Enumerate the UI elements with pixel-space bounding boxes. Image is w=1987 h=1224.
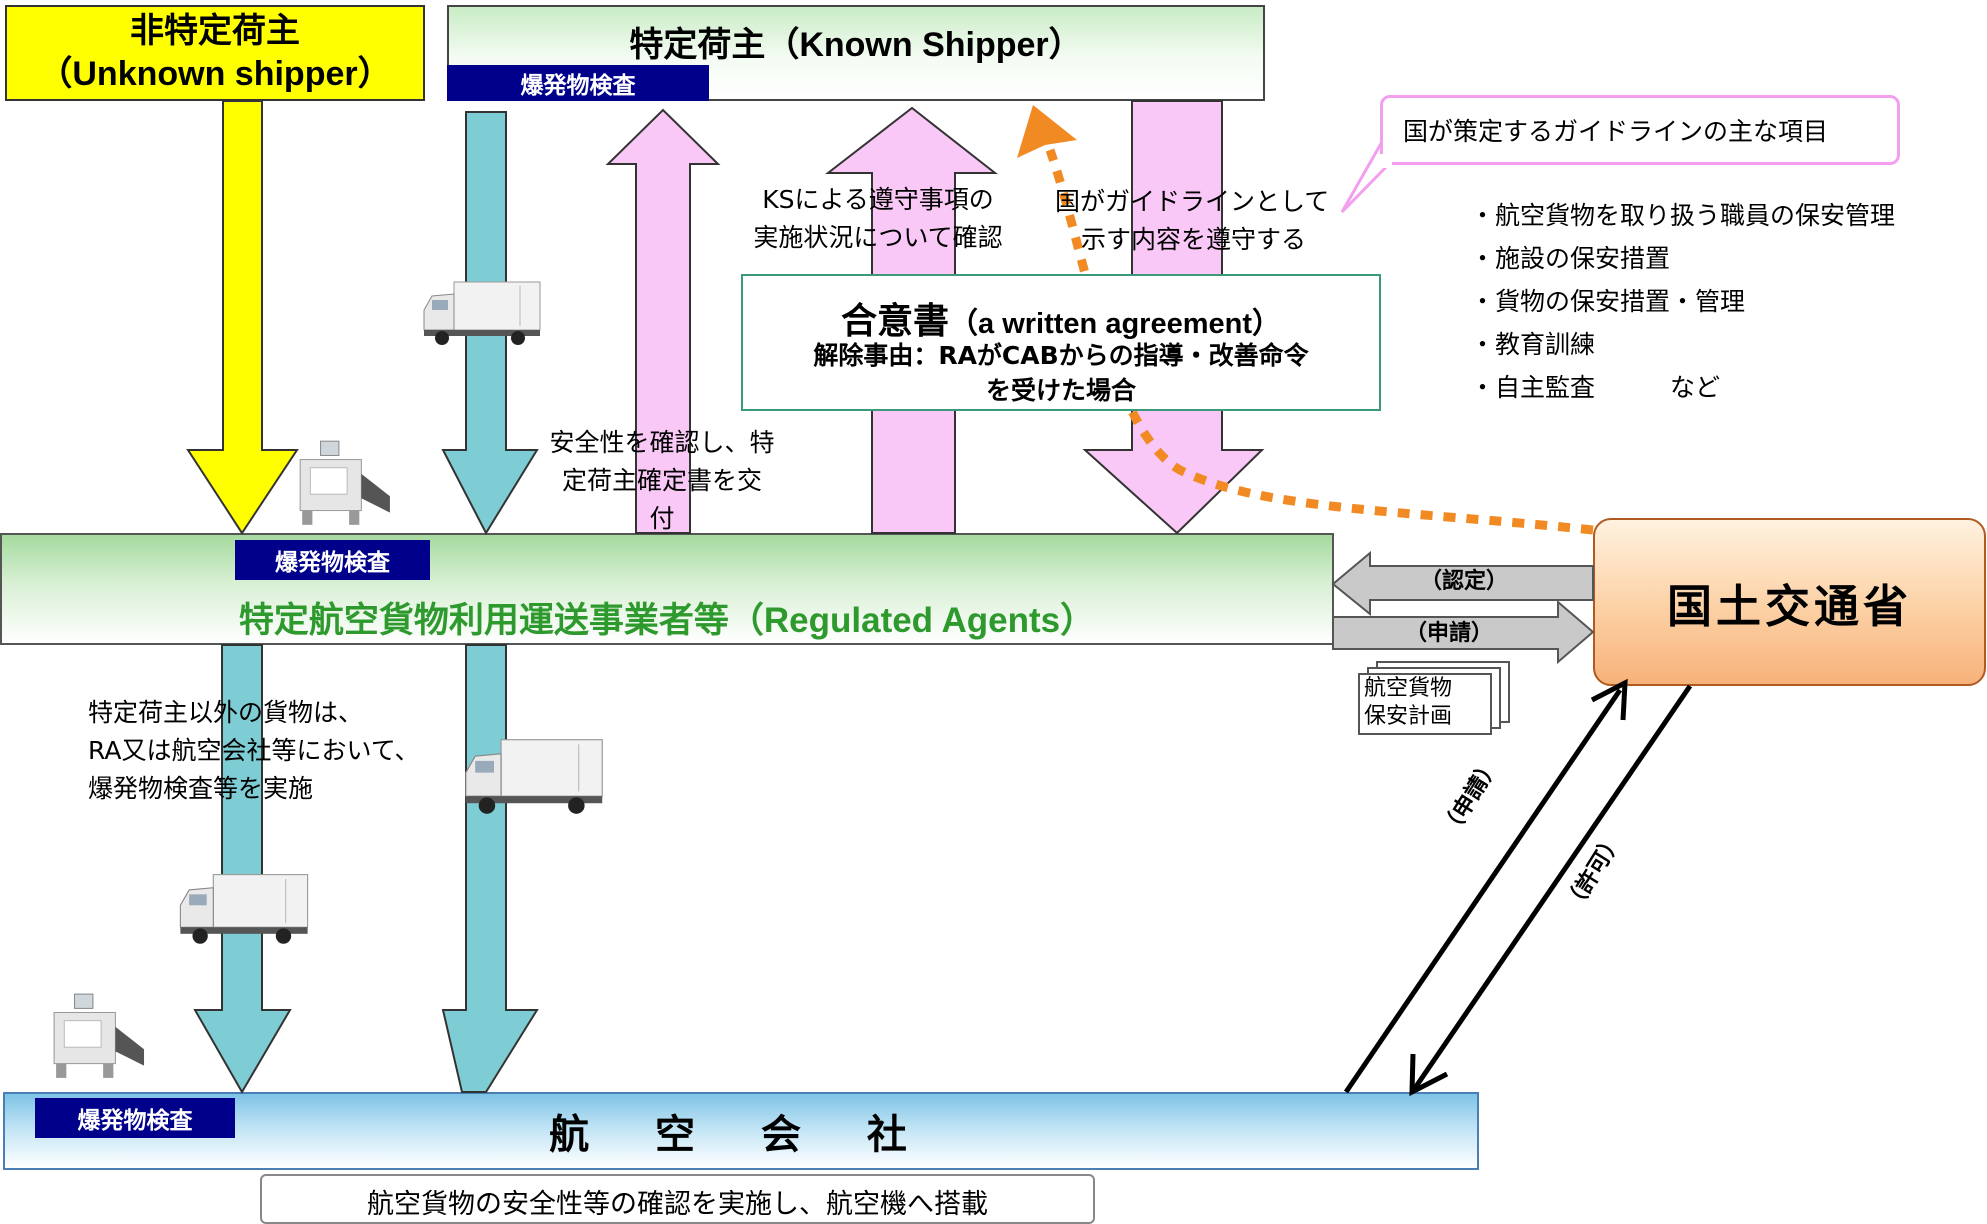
security-plan-line1: 航空貨物 — [1364, 676, 1453, 701]
guideline-follow-text: 国がガイドラインとして 示す内容を遵守する — [1055, 183, 1355, 259]
security-plan-docs: 航空貨物 保安計画 — [1358, 661, 1510, 735]
guideline-item: ・航空貨物を取り扱う職員の保安管理 — [1470, 201, 1896, 230]
agreement-title-en: （a written agreement） — [949, 308, 1281, 340]
agreement-box: 合意書（a written agreement） 解除事由：RAがCABからの指… — [741, 274, 1381, 411]
non-ks-cargo-line2: RA又は航空会社等において、 — [88, 736, 420, 765]
non-ks-cargo-text: 特定荷主以外の貨物は、 RA又は航空会社等において、 爆発物検査等を実施 — [88, 694, 488, 808]
mlit-to-ks-dotted-head — [1017, 105, 1077, 158]
agreement-reason: 解除事由：RAがCABからの指導・改善命令 を受けた場合 — [743, 338, 1379, 408]
guideline-follow-line2: 示す内容を遵守する — [1081, 225, 1307, 254]
application-label: （申請） — [1405, 621, 1494, 646]
guideline-items-list: ・航空貨物を取り扱う職員の保安管理 ・施設の保安措置 ・貨物の保安措置・管理 ・… — [1470, 194, 1895, 409]
airline-title: 航 空 会 社 — [549, 1112, 933, 1158]
mlit-title: 国土交通省 — [1666, 579, 1912, 633]
unknown-to-ra-arrow — [186, 100, 299, 535]
airline-to-mlit-head — [1590, 678, 1628, 721]
mlit-to-airline-head — [1409, 1053, 1449, 1097]
ra-explosive-badge: 爆発物検査 — [235, 540, 430, 580]
ra-to-airline-left-arrow — [193, 644, 292, 1094]
truck-icon — [423, 281, 541, 345]
truck-icon — [179, 874, 309, 944]
bottom-note: 航空貨物の安全性等の確認を実施し、航空機へ搭載 — [260, 1174, 1095, 1224]
safety-confirm-line1: 安全性を確認し、特 — [549, 428, 775, 457]
ra-to-ks-certificate-arrow — [605, 108, 721, 534]
known-shipper-title: 特定荷主（Known Shipper） — [629, 26, 1083, 64]
agreement-title-ja: 合意書 — [841, 301, 950, 342]
application-arrow — [1332, 599, 1595, 665]
guideline-callout: 国が策定するガイドラインの主な項目 — [1380, 95, 1900, 165]
regulated-agents-title: 特定航空貨物利用運送事業者等（Regulated Agents） — [238, 601, 1096, 640]
guideline-item: ・貨物の保安措置・管理 — [1470, 287, 1746, 316]
mlit-to-ks-dotted-arrow — [1045, 148, 1594, 535]
ks-compliance-line2: 実施状況について確認 — [753, 223, 1003, 252]
ks-compliance-line1: KSによる遵守事項の — [762, 185, 994, 214]
known-shipper-explosive-badge: 爆発物検査 — [447, 65, 709, 101]
guideline-callout-title: 国が策定するガイドラインの主な項目 — [1403, 117, 1829, 146]
certification-label: （認定） — [1420, 569, 1509, 594]
unknown-shipper-label: 非特定荷主 — [130, 12, 300, 50]
security-plan-line2: 保安計画 — [1364, 704, 1453, 729]
guideline-item: ・施設の保安措置 — [1470, 244, 1671, 273]
mlit-to-airline-line — [1412, 684, 1693, 1090]
unknown-shipper-label-en: （Unknown shipper） — [38, 55, 392, 93]
safety-confirm-line2: 定荷主確定書を交 — [561, 466, 762, 495]
safety-confirm-line3: 付 — [649, 504, 675, 533]
safety-confirm-text: 安全性を確認し、特 定荷主確定書を交 付 — [537, 424, 787, 538]
non-ks-cargo-line1: 特定荷主以外の貨物は、 — [88, 698, 364, 727]
callout-pointer-mask — [1378, 154, 1392, 168]
certification-arrow — [1331, 550, 1594, 617]
agreement-title: 合意書（a written agreement） — [743, 292, 1379, 344]
mlit-box: 国土交通省 — [1593, 518, 1986, 686]
plan-page-front — [1358, 673, 1492, 735]
airline-to-mlit-line — [1343, 688, 1623, 1094]
guideline-item: ・教育訓練 — [1470, 330, 1596, 359]
ks-compliance-text: KSによる遵守事項の 実施状況について確認 — [728, 181, 1028, 257]
truck-icon — [465, 739, 603, 814]
security-plan-label: 航空貨物 保安計画 — [1364, 675, 1452, 731]
agreement-reason-line2: を受けた場合 — [985, 376, 1136, 405]
airline-explosive-badge: 爆発物検査 — [35, 1098, 235, 1138]
airline-box: 航 空 会 社 — [3, 1092, 1479, 1170]
xray-machine-icon — [53, 993, 145, 1078]
regulated-agents-box — [0, 533, 1334, 645]
xray-machine-icon — [299, 440, 390, 525]
agreement-reason-line1: 解除事由：RAがCABからの指導・改善命令 — [813, 341, 1309, 370]
guideline-follow-line1: 国がガイドラインとして — [1055, 187, 1330, 216]
guideline-item: ・自主監査 など — [1470, 373, 1721, 402]
non-ks-cargo-line3: 爆発物検査等を実施 — [88, 774, 314, 803]
unknown-shipper-box: 非特定荷主 （Unknown shipper） — [5, 5, 425, 101]
